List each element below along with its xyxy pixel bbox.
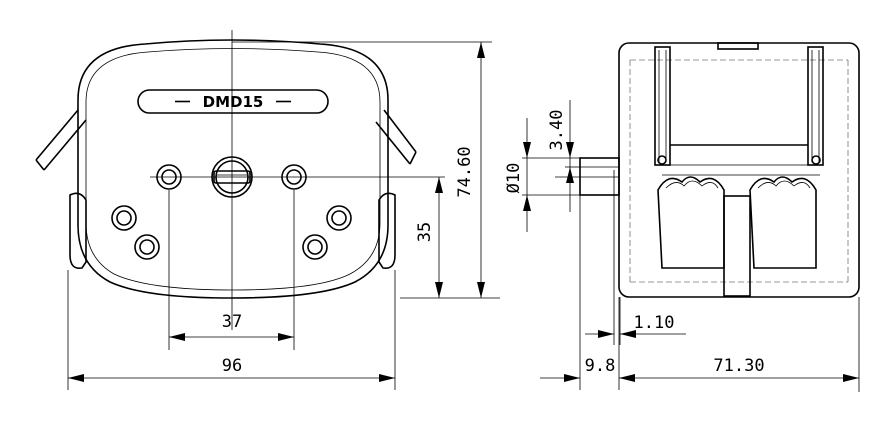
right-tube xyxy=(375,109,417,165)
center-divider xyxy=(723,195,751,297)
screw-lower-left-1 xyxy=(111,205,137,231)
dim-body-depth: 71.30 xyxy=(619,297,860,392)
dim-body-depth-text: 71.30 xyxy=(713,356,764,376)
dim-shaft-diameter-prefix: Ø xyxy=(504,183,524,193)
pump-body-outline xyxy=(77,39,389,299)
top-notch xyxy=(717,42,759,50)
dim-flat-depth: 3.40 xyxy=(547,100,580,212)
left-tube xyxy=(35,109,87,171)
left-clip xyxy=(69,192,87,270)
dim-shaft-diameter-text: 10 xyxy=(504,163,524,183)
tube-clamp-right xyxy=(749,176,817,269)
dim-overall-height: 74.60 xyxy=(232,41,492,298)
screw-lower-left-2 xyxy=(134,234,160,260)
dim-shaft-length-text: 9.8 xyxy=(585,356,616,376)
side-shaft xyxy=(555,157,620,196)
dim-shaft-length: 9.8 xyxy=(540,195,635,390)
dim-flange-thickness-text: 1.10 xyxy=(634,313,675,333)
dim-overall-width: 96 xyxy=(67,270,396,390)
mounting-hole-right xyxy=(281,164,307,190)
clamp-arm-left xyxy=(654,46,671,166)
dim-overall-height-text: 74.60 xyxy=(455,146,475,197)
dim-hole-spacing: 37 xyxy=(168,190,295,350)
pump-body-inner xyxy=(85,48,381,291)
tube-clamp-left xyxy=(657,176,725,269)
dim-overall-width-text: 96 xyxy=(222,356,242,376)
side-view: Ø10 3.40 1.10 9.8 xyxy=(504,42,860,392)
screw-lower-right-2 xyxy=(302,234,328,260)
drive-shaft xyxy=(211,156,253,198)
clamp-arm-right xyxy=(807,46,824,166)
dim-shaft-height-text: 35 xyxy=(415,222,435,242)
mounting-hole-left xyxy=(156,164,182,190)
model-label: DMD15 xyxy=(203,93,264,111)
dim-flat-depth-text: 3.40 xyxy=(547,110,567,151)
dim-flange-thickness: 1.10 xyxy=(585,170,686,345)
screw-lower-right-1 xyxy=(326,205,352,231)
dim-hole-spacing-text: 37 xyxy=(222,312,242,332)
dim-shaft-height: 35 xyxy=(400,177,500,299)
dim-shaft-diameter: Ø10 xyxy=(504,118,580,232)
model-label-badge: DMD15 xyxy=(137,89,329,114)
svg-text:Ø10: Ø10 xyxy=(504,163,524,194)
front-view: DMD15 xyxy=(35,30,500,390)
